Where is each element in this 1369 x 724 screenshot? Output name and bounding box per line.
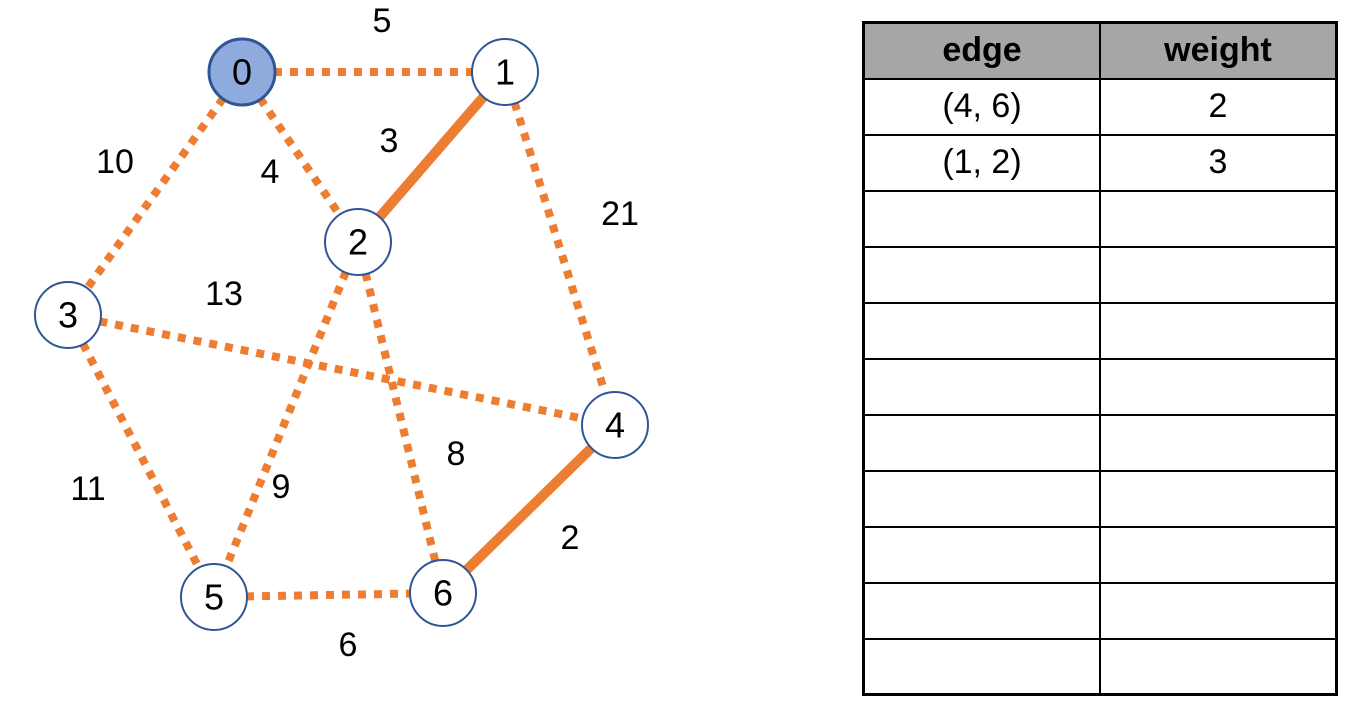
table-row-6	[862, 413, 1338, 472]
graph-node-label-2: 2	[348, 222, 368, 263]
edge-cell-6	[862, 413, 1101, 472]
table-header: edge weight	[862, 21, 1338, 80]
edge-cell-7	[862, 469, 1101, 528]
weight-cell-5	[1099, 357, 1338, 416]
table-row-10	[862, 637, 1338, 696]
graph-node-2	[324, 208, 392, 276]
graph-node-5	[180, 563, 248, 631]
weight-cell-2	[1099, 189, 1338, 248]
graph-node-4	[581, 391, 649, 459]
edge-weight-label-3-5: 11	[70, 470, 105, 508]
edge-weight-label-1-2: 3	[380, 122, 399, 160]
graph-node-3	[34, 281, 102, 349]
graph-node-label-1: 1	[495, 52, 515, 93]
edge-weight-label-2-6: 8	[447, 435, 466, 473]
edge-cell-3	[862, 245, 1101, 304]
table-row-4	[862, 301, 1338, 360]
edge-cell-8	[862, 525, 1101, 584]
graph-node-1	[471, 38, 539, 106]
graph-edge-1-2	[354, 68, 509, 246]
edge-weight-label-0-2: 4	[261, 153, 280, 191]
weight-cell-1: 3	[1099, 133, 1338, 192]
table-header-row: edge weight	[862, 21, 1338, 80]
weight-cell-3	[1099, 245, 1338, 304]
graph-edge-0-3	[64, 69, 246, 318]
table-row-0: (4, 6)2	[862, 77, 1338, 136]
graph-node-0	[207, 37, 277, 107]
edge-weight-label-2-5: 9	[272, 468, 291, 506]
graph-node-label-5: 5	[204, 577, 224, 618]
edge-weight-label-3-4: 13	[205, 275, 243, 313]
graph-node-label-3: 3	[58, 295, 78, 336]
edge-weight-table: edge weight (4, 6)2(1, 2)3	[862, 21, 1338, 696]
graph-edge-2-6	[354, 241, 447, 594]
edge-cell-1: (1, 2)	[862, 133, 1101, 192]
graph-diagram: 5 4 10 3 21 13 9 8 11 2 6 0 1 2 3 4 5 6	[34, 2, 649, 664]
edge-cell-5	[862, 357, 1101, 416]
graph-node-label-6: 6	[433, 573, 453, 614]
weight-cell-0: 2	[1099, 77, 1338, 136]
weight-cell-8	[1099, 525, 1338, 584]
edge-weight-label-1-4: 21	[601, 195, 639, 233]
edge-cell-10	[862, 637, 1101, 696]
weight-cell-9	[1099, 581, 1338, 640]
weight-cell-4	[1099, 301, 1338, 360]
graph-node-label-4: 4	[605, 405, 625, 446]
edge-column-header: edge	[862, 21, 1101, 80]
weight-cell-6	[1099, 413, 1338, 472]
weight-column-header: weight	[1099, 21, 1338, 80]
table-row-8	[862, 525, 1338, 584]
graph-node-label-0: 0	[232, 52, 252, 93]
graph-edge-3-4	[67, 311, 616, 429]
graph-node-6	[409, 559, 477, 627]
table-row-7	[862, 469, 1338, 528]
graph-edge-3-5	[64, 313, 218, 599]
graph-edge-5-6	[213, 589, 444, 601]
edge-cell-9	[862, 581, 1101, 640]
table-row-9	[862, 581, 1338, 640]
table-row-2	[862, 189, 1338, 248]
weight-cell-7	[1099, 469, 1338, 528]
edge-weight-label-0-1: 5	[373, 2, 392, 40]
table-row-5	[862, 357, 1338, 416]
edge-cell-4	[862, 301, 1101, 360]
table-body: (4, 6)2(1, 2)3	[862, 77, 1338, 696]
edge-weight-label-5-6: 6	[339, 626, 358, 664]
edge-weight-label-0-3: 10	[96, 143, 134, 181]
edge-cell-0: (4, 6)	[862, 77, 1101, 136]
graph-edge-4-6	[439, 421, 619, 597]
graph-edge-1-4	[501, 70, 619, 427]
weight-cell-10	[1099, 637, 1338, 696]
table-row-3	[862, 245, 1338, 304]
table-row-1: (1, 2)3	[862, 133, 1338, 192]
edge-weight-label-4-6: 2	[561, 519, 580, 557]
edge-cell-2	[862, 189, 1101, 248]
